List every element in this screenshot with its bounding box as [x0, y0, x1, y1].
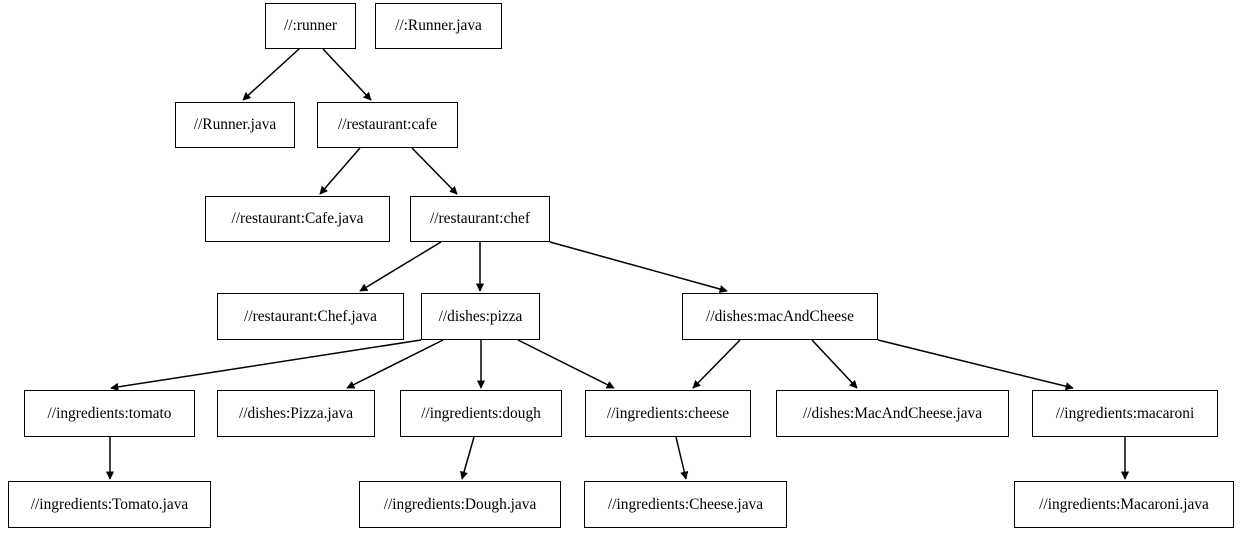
- graph-node-label: //Runner.java: [193, 116, 277, 134]
- graph-edge-dishes_pizza-to-ingredients_cheese: [517, 339, 614, 389]
- graph-edge-ingredients_cheese-to-ingredients_cheese_java: [675, 436, 686, 479]
- graph-node-label: //restaurant:cafe: [337, 116, 438, 134]
- graph-node-ingredients_macaroni[interactable]: //ingredients:macaroni: [1032, 390, 1218, 437]
- graph-edge-restaurant_chef-to-restaurant_chef_java: [360, 241, 442, 292]
- graph-node-ingredients_tomato[interactable]: //ingredients:tomato: [24, 390, 195, 437]
- graph-node-ingredients_macaroni_java[interactable]: //ingredients:Macaroni.java: [1014, 481, 1234, 528]
- graph-node-runner_java_root[interactable]: //:Runner.java: [375, 3, 502, 49]
- graph-node-ingredients_tomato_java[interactable]: //ingredients:Tomato.java: [8, 481, 211, 528]
- graph-edge-restaurant_cafe-to-restaurant_cafe_java: [319, 147, 361, 194]
- graph-edge-dishes_macandcheese-to-dishes_mac_java: [811, 339, 857, 388]
- graph-edge-ingredients_dough-to-ingredients_dough_java: [462, 436, 475, 479]
- graph-node-restaurant_chef_java[interactable]: //restaurant:Chef.java: [217, 293, 404, 340]
- graph-node-restaurant_cafe[interactable]: //restaurant:cafe: [317, 102, 458, 148]
- graph-node-restaurant_chef[interactable]: //restaurant:chef: [410, 196, 550, 242]
- graph-node-label: //ingredients:cheese: [606, 404, 730, 422]
- graph-node-label: //:Runner.java: [395, 17, 482, 35]
- graph-edge-dishes_macandcheese-to-ingredients_macaroni: [877, 339, 1073, 388]
- graph-edge-restaurant_chef-to-dishes_macandcheese: [549, 241, 727, 291]
- graph-node-label: //dishes:MacAndCheese.java: [802, 404, 983, 422]
- graph-node-ingredients_cheese_java[interactable]: //ingredients:Cheese.java: [584, 481, 787, 528]
- graph-node-label: //ingredients:Macaroni.java: [1039, 495, 1209, 513]
- graph-edge-restaurant_cafe-to-restaurant_chef: [411, 147, 457, 194]
- graph-node-restaurant_cafe_java[interactable]: //restaurant:Cafe.java: [205, 196, 390, 242]
- graph-node-label: //ingredients:Cheese.java: [607, 495, 764, 513]
- graph-edge-dishes_pizza-to-dishes_pizza_java: [347, 339, 444, 389]
- graph-edge-runner-to-runner_java: [243, 48, 300, 101]
- graph-edge-dishes_macandcheese-to-ingredients_cheese: [693, 339, 741, 388]
- graph-node-dishes_pizza_java[interactable]: //dishes:Pizza.java: [217, 390, 375, 437]
- graph-node-label: //ingredients:dough: [421, 404, 541, 422]
- graph-node-label: //ingredients:macaroni: [1055, 404, 1195, 422]
- graph-node-ingredients_dough[interactable]: //ingredients:dough: [400, 390, 562, 437]
- graph-node-label: //ingredients:Tomato.java: [30, 495, 189, 513]
- graph-edge-runner-to-restaurant_cafe: [322, 48, 371, 100]
- graph-node-ingredients_cheese[interactable]: //ingredients:cheese: [585, 390, 751, 437]
- graph-node-label: //ingredients:tomato: [47, 404, 172, 422]
- graph-node-runner_java[interactable]: //Runner.java: [175, 102, 295, 148]
- graph-node-dishes_mac_java[interactable]: //dishes:MacAndCheese.java: [776, 390, 1009, 437]
- graph-node-runner[interactable]: //:runner: [265, 3, 356, 49]
- graph-node-label: //dishes:macAndCheese: [706, 307, 854, 325]
- graph-node-label: //dishes:Pizza.java: [238, 404, 354, 422]
- graph-edge-dishes_pizza-to-ingredients_tomato: [111, 339, 422, 388]
- graph-node-ingredients_dough_java[interactable]: //ingredients:Dough.java: [359, 481, 561, 528]
- graph-node-label: //ingredients:Dough.java: [383, 495, 537, 513]
- graph-node-label: //:runner: [284, 17, 337, 35]
- graph-node-label: //restaurant:Chef.java: [244, 307, 377, 325]
- graph-node-label: //restaurant:chef: [430, 210, 530, 228]
- graph-node-label: //dishes:pizza: [438, 307, 523, 325]
- graph-node-dishes_pizza[interactable]: //dishes:pizza: [421, 293, 540, 340]
- graph-node-dishes_macandcheese[interactable]: //dishes:macAndCheese: [682, 293, 878, 340]
- graph-node-label: //restaurant:Cafe.java: [231, 210, 364, 228]
